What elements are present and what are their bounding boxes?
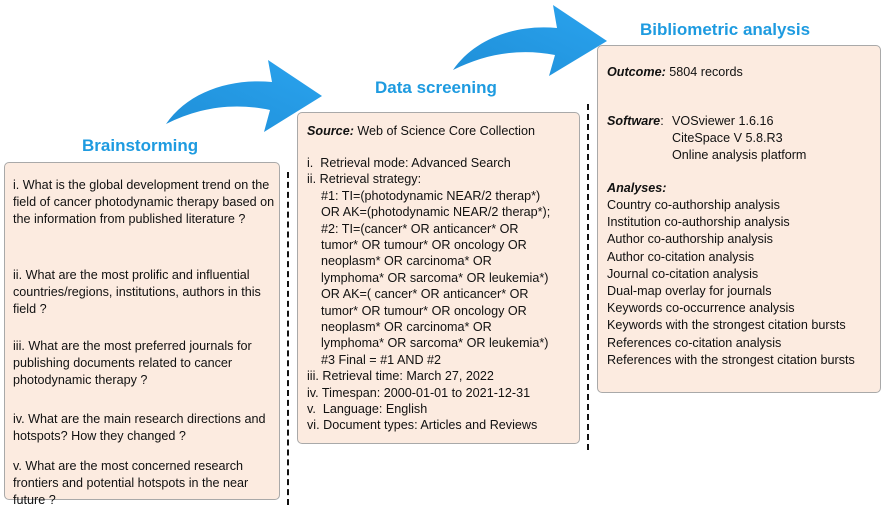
outcome-line: Outcome: 5804 records bbox=[607, 64, 743, 80]
outcome-label: Outcome: bbox=[607, 65, 666, 79]
software-item: CiteSpace V 5.8.R3 bbox=[672, 131, 783, 145]
software-item: Online analysis platform bbox=[672, 148, 807, 162]
arrow-to-data-screening bbox=[166, 60, 322, 132]
analysis-item: Keywords co-occurrence analysis bbox=[607, 301, 795, 316]
software-colon: : bbox=[660, 114, 664, 128]
screening-line: OR AK=(photodynamic NEAR/2 therap*); bbox=[307, 205, 551, 220]
separator-left bbox=[287, 172, 289, 505]
screening-line: v. Language: English bbox=[307, 402, 428, 416]
analysis-item: Journal co-citation analysis bbox=[607, 266, 759, 281]
software-line: Software: bbox=[607, 113, 664, 129]
screening-line: vi. Document types: Articles and Reviews bbox=[307, 418, 538, 433]
analyses-label: Analyses: bbox=[607, 181, 667, 195]
screening-line: #2: TI=(cancer* OR anticancer* OR bbox=[307, 221, 519, 236]
question-1: i. What is the global development trend … bbox=[13, 178, 275, 226]
analysis-item: Institution co-authorship analysis bbox=[607, 215, 790, 230]
screening-line: neoplasm* OR carcinoma* OR bbox=[307, 254, 492, 269]
analysis-item: Keywords with the strongest citation bur… bbox=[607, 318, 846, 333]
software-label: Software bbox=[607, 114, 661, 128]
screening-line: tumor* OR tumour* OR oncology OR bbox=[307, 303, 527, 318]
question-3: iii. What are the most preferred journal… bbox=[13, 339, 252, 387]
bibliometric-analysis-box: Outcome: 5804 records Software: VOSviewe… bbox=[597, 45, 881, 393]
screening-line: neoplasm* OR carcinoma* OR bbox=[307, 320, 492, 334]
source-line: Source: Web of Science Core Collection bbox=[307, 123, 535, 139]
analysis-item: Country co-authorship analysis bbox=[607, 198, 780, 212]
arrow-to-bibliometric-analysis bbox=[453, 5, 607, 76]
question-5: v. What are the most concerned research … bbox=[13, 459, 249, 507]
screening-line: lymphoma* OR sarcoma* OR leukemia*) bbox=[307, 336, 549, 351]
screening-line: #3 Final = #1 AND #2 bbox=[307, 352, 442, 367]
source-value: Web of Science Core Collection bbox=[353, 124, 535, 138]
separator-right bbox=[587, 104, 589, 450]
question-4: iv. What are the main research direction… bbox=[13, 412, 266, 443]
screening-line: i. Retrieval mode: Advanced Search bbox=[307, 156, 511, 170]
analysis-item: Author co-citation analysis bbox=[607, 249, 754, 264]
screening-line: iii. Retrieval time: March 27, 2022 bbox=[307, 369, 494, 384]
analysis-item: References co-citation analysis bbox=[607, 335, 782, 350]
analysis-item: References with the strongest citation b… bbox=[607, 352, 855, 367]
question-2: ii. What are the most prolific and influ… bbox=[13, 268, 261, 316]
screening-line: lymphoma* OR sarcoma* OR leukemia*) bbox=[307, 270, 549, 285]
analysis-item: Dual-map overlay for journals bbox=[607, 284, 772, 298]
brainstorming-title: Brainstorming bbox=[82, 136, 199, 155]
screening-line: ii. Retrieval strategy: bbox=[307, 172, 422, 187]
bibliometric-analysis-title: Bibliometric analysis bbox=[640, 20, 811, 39]
software-item: VOSviewer 1.6.16 bbox=[672, 114, 774, 128]
analysis-item: Author co-authorship analysis bbox=[607, 232, 773, 247]
brainstorming-box: i. What is the global development trend … bbox=[4, 162, 280, 507]
data-screening-box: Source: Web of Science Core Collection i… bbox=[297, 112, 580, 444]
outcome-value: 5804 records bbox=[665, 65, 743, 79]
data-screening-title: Data screening bbox=[375, 78, 497, 97]
screening-line: OR AK=( cancer* OR anticancer* OR bbox=[307, 287, 529, 302]
screening-line: iv. Timespan: 2000-01-01 to 2021-12-31 bbox=[307, 385, 531, 400]
screening-line: tumor* OR tumour* OR oncology OR bbox=[307, 238, 527, 252]
source-label: Source: bbox=[307, 124, 354, 138]
screening-line: #1: TI=(photodynamic NEAR/2 therap*) bbox=[307, 188, 541, 203]
